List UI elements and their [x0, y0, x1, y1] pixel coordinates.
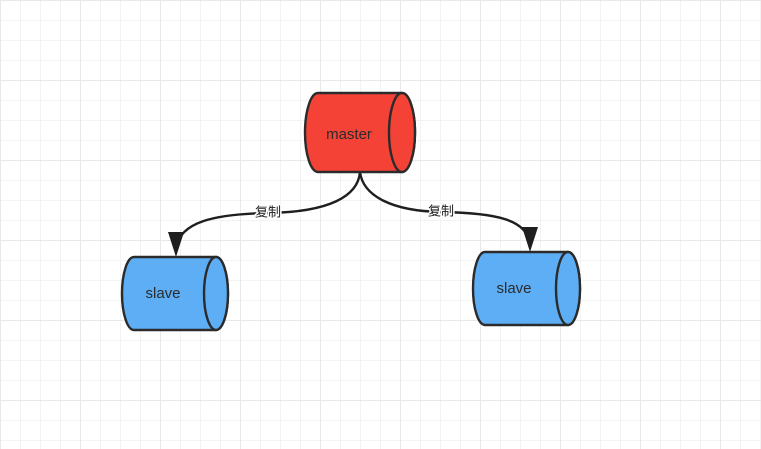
- edge-path-right[interactable]: [358, 170, 532, 245]
- slave-left-label: slave: [145, 285, 180, 302]
- edge-label-left: 复制: [255, 206, 281, 221]
- edge-label-right: 复制: [428, 205, 454, 220]
- node-slave-right[interactable]: slave: [471, 250, 582, 327]
- arrow-head-right: [522, 227, 538, 252]
- node-master[interactable]: master: [303, 91, 417, 174]
- edge-group: 复制 复制: [168, 170, 538, 257]
- edge-master-to-slave-left[interactable]: 复制: [168, 170, 362, 257]
- master-label: master: [326, 126, 372, 143]
- slave-left-cylinder-cap: [202, 255, 230, 332]
- arrow-head-left: [168, 232, 184, 257]
- slave-right-label: slave: [496, 280, 531, 297]
- slave-right-cylinder-cap: [554, 250, 582, 327]
- master-cylinder-cap: [387, 91, 417, 174]
- edge-master-to-slave-right[interactable]: 复制: [358, 170, 538, 252]
- edge-path-left[interactable]: [174, 170, 362, 250]
- node-slave-left[interactable]: slave: [120, 255, 230, 332]
